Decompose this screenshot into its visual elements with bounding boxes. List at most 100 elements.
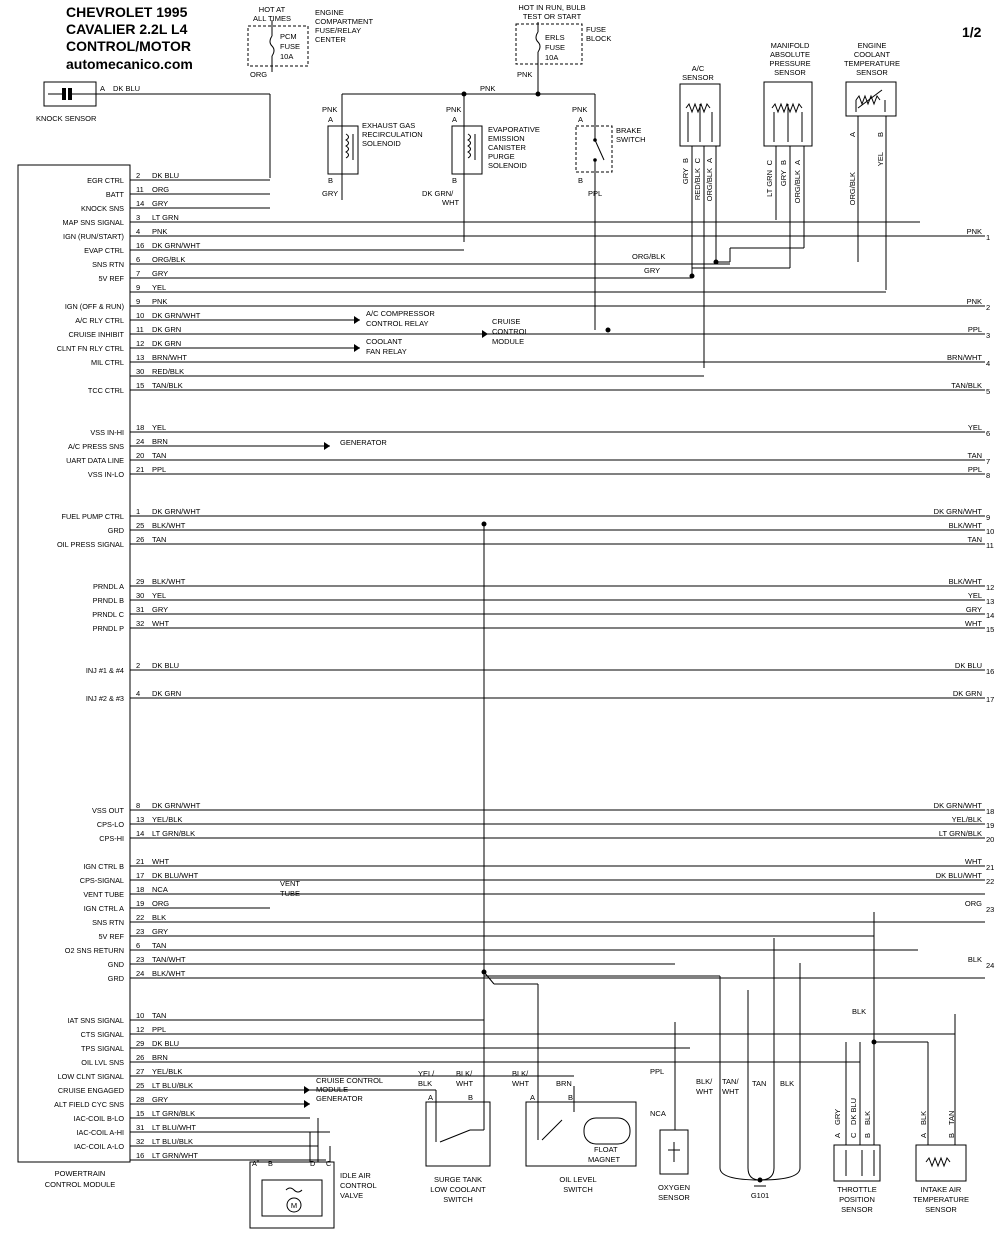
circuit-out-color: YEL/BLK <box>952 815 982 824</box>
circuit-pin: 11 <box>136 325 144 334</box>
circuit-label: MIL CTRL <box>91 358 124 367</box>
arrow-marker <box>354 316 360 324</box>
circuit-color: YEL <box>152 283 166 292</box>
pcm-box <box>17 164 131 1163</box>
circuit-color: BLK/WHT <box>152 521 186 530</box>
svg-text:FUSE: FUSE <box>586 25 606 34</box>
circuit-color: WHT <box>152 857 169 866</box>
svg-text:IDLE AIR: IDLE AIR <box>340 1171 371 1180</box>
circuit-pin: 23 <box>136 955 144 964</box>
circuit-ref: 6 <box>986 429 990 438</box>
svg-text:CENTER: CENTER <box>315 35 346 44</box>
knock-pin: A <box>100 84 105 93</box>
circuit-label: VSS IN-LO <box>88 470 124 479</box>
circuit-label: KNOCK SNS <box>81 204 124 213</box>
circuit-label: SNS RTN <box>92 918 124 927</box>
circuit-label: OIL LVL SNS <box>81 1058 124 1067</box>
circuit-color: LT GRN <box>152 213 179 222</box>
ref-junctions: ORG/BLK GRY <box>632 247 804 279</box>
circuit-ref: 18 <box>986 807 994 816</box>
circuit-pin: 31 <box>136 605 144 614</box>
svg-text:FLOAT: FLOAT <box>594 1145 618 1154</box>
circuit-pin: 3 <box>136 213 140 222</box>
svg-text:A: A <box>705 158 714 163</box>
svg-text:SENSOR: SENSOR <box>856 68 888 77</box>
svg-text:B: B <box>876 132 885 137</box>
circuit-label: PRNDL B <box>93 596 124 605</box>
circuit-label: CPS-LO <box>97 820 124 829</box>
pcm-fuse: HOT AT ALL TIMES PCM FUSE 10A ENGINE COM… <box>247 5 373 79</box>
svg-text:CONTROL: CONTROL <box>492 327 529 336</box>
svg-text:SENSOR: SENSOR <box>841 1205 873 1214</box>
svg-text:INTAKE AIR: INTAKE AIR <box>921 1185 962 1194</box>
svg-text:A: A <box>328 115 333 124</box>
circuit-color: BRN <box>152 1053 168 1062</box>
circuit-ref: 12 <box>986 583 994 592</box>
svg-text:TEMPERATURE: TEMPERATURE <box>913 1195 969 1204</box>
svg-text:PNK: PNK <box>517 70 532 79</box>
circuit-ref: 5 <box>986 387 990 396</box>
svg-text:POSITION: POSITION <box>839 1195 875 1204</box>
circuit-color: LT BLU/BLK <box>152 1137 193 1146</box>
circuit-out-color: YEL <box>968 591 982 600</box>
svg-text:A: A <box>578 115 583 124</box>
circuit-color: DK GRN <box>152 325 181 334</box>
svg-text:EVAPORATIVE: EVAPORATIVE <box>488 125 540 134</box>
circuit-out-color: GRY <box>966 605 982 614</box>
svg-text:10A: 10A <box>545 53 558 62</box>
circuit-pin: 21 <box>136 857 144 866</box>
svg-text:A: A <box>793 160 802 165</box>
svg-text:GRY: GRY <box>779 170 788 186</box>
svg-text:TEMPERATURE: TEMPERATURE <box>844 59 900 68</box>
svg-text:COOLANT: COOLANT <box>854 50 891 59</box>
svg-text:TAN/: TAN/ <box>722 1077 739 1086</box>
circuit-color: DK BLU <box>152 171 179 180</box>
svg-text:CONTROL RELAY: CONTROL RELAY <box>366 319 429 328</box>
svg-text:TAN: TAN <box>752 1079 766 1088</box>
circuit-color: ORG <box>152 185 169 194</box>
svg-text:CRUISE CONTROL: CRUISE CONTROL <box>316 1076 383 1085</box>
circuit-color: LT BLU/WHT <box>152 1123 196 1132</box>
svg-text:WHT: WHT <box>696 1087 713 1096</box>
arrow-marker <box>354 344 360 352</box>
oil-level-switch: BLK/ WHT BRN A B FLOAT MAGNET OIL LEVEL … <box>512 1069 637 1194</box>
svg-text:PNK: PNK <box>480 84 495 93</box>
circuit-label: TCC CTRL <box>88 386 124 395</box>
circuit-pin: 12 <box>136 1025 144 1034</box>
circuit-pin: 6 <box>136 941 140 950</box>
circuit-label: PRNDL C <box>92 610 124 619</box>
circuit-label: BATT <box>106 190 125 199</box>
svg-text:A: A <box>848 132 857 137</box>
circuit-color: BLK/WHT <box>152 577 186 586</box>
circuit-pin: 17 <box>136 871 144 880</box>
svg-text:SWITCH: SWITCH <box>616 135 646 144</box>
svg-text:10A: 10A <box>280 52 293 61</box>
circuit-label: EGR CTRL <box>87 176 124 185</box>
circuit-color: BRN/WHT <box>152 353 187 362</box>
svg-text:FUSE/RELAY: FUSE/RELAY <box>315 26 361 35</box>
svg-text:GENERATOR: GENERATOR <box>316 1094 363 1103</box>
svg-text:B: B <box>863 1133 872 1138</box>
svg-text:PNK: PNK <box>572 105 587 114</box>
circuit-color: NCA <box>152 885 168 894</box>
circuit-out-color: TAN/BLK <box>951 381 982 390</box>
circuit-pin: 6 <box>136 255 140 264</box>
circuit-color: PNK <box>152 297 167 306</box>
circuit-out-color: TAN <box>968 451 982 460</box>
circuit-pin: 26 <box>136 1053 144 1062</box>
circuit-pin: 8 <box>136 801 140 810</box>
svg-text:SENSOR: SENSOR <box>774 68 806 77</box>
circuit-pin: 1 <box>136 507 140 516</box>
svg-text:CRUISE: CRUISE <box>492 317 520 326</box>
circuit-color: YEL/BLK <box>152 815 182 824</box>
svg-text:RED/BLK: RED/BLK <box>693 168 702 200</box>
svg-text:A: A <box>452 115 457 124</box>
idle-air-control-valve: M A B D C IDLE AIR CONTROL VALVE <box>249 1159 377 1229</box>
svg-text:A: A <box>428 1093 433 1102</box>
circuit-label: A/C PRESS SNS <box>68 442 124 451</box>
svg-text:BLK: BLK <box>852 1007 866 1016</box>
svg-text:BRAKE: BRAKE <box>616 126 641 135</box>
svg-text:COMPARTMENT: COMPARTMENT <box>315 17 373 26</box>
